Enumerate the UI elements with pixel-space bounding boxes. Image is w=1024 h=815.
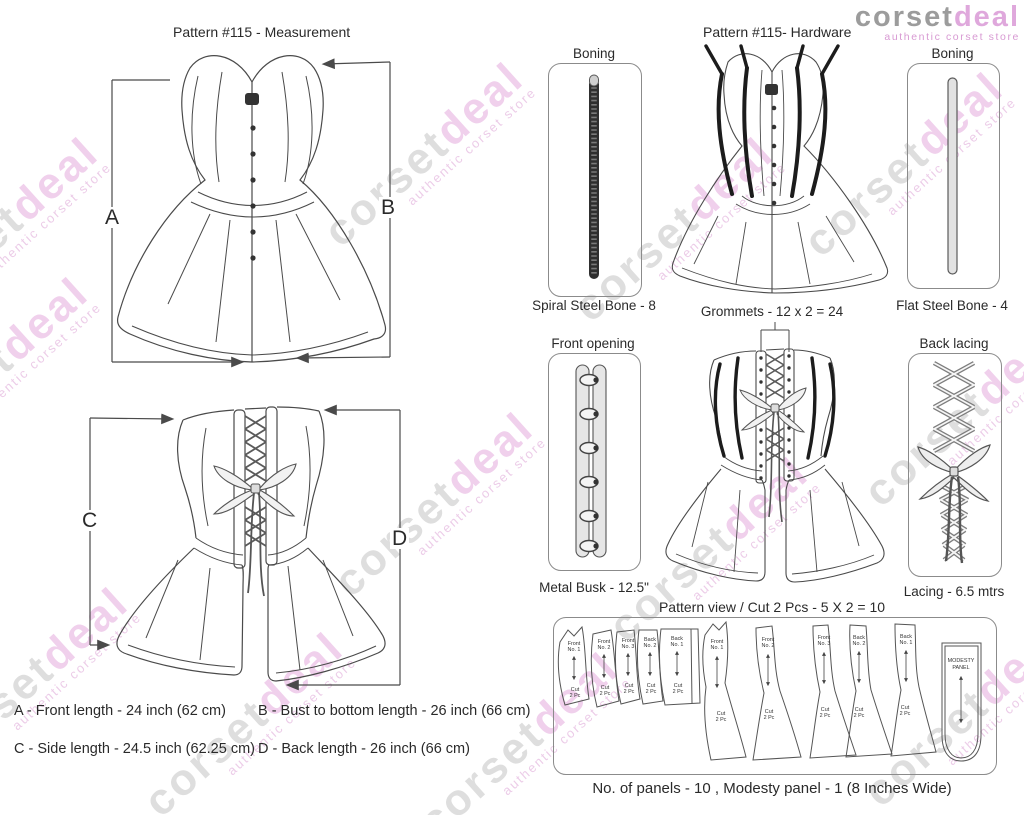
svg-text:No. 3: No. 3 xyxy=(622,644,635,650)
svg-text:2 Pc: 2 Pc xyxy=(764,715,775,721)
svg-text:Cut: Cut xyxy=(901,705,910,711)
svg-text:Cut: Cut xyxy=(855,707,864,713)
piece-label: Front xyxy=(711,639,724,645)
brand-tagline: authentic corset store xyxy=(884,31,1020,44)
svg-text:2 Pc: 2 Pc xyxy=(820,713,831,719)
svg-text:No. 1: No. 1 xyxy=(711,645,724,651)
brand-name-gray: corset xyxy=(854,1,954,33)
svg-text:Cut: Cut xyxy=(717,711,726,717)
busk-studs xyxy=(245,93,259,261)
measure-label-c: C xyxy=(80,509,100,532)
svg-text:Cut: Cut xyxy=(821,707,830,713)
lacing-bow xyxy=(739,387,807,523)
busk-caption: Metal Busk - 12.5" xyxy=(539,580,649,595)
modesty-panel-label: MODESTY xyxy=(948,658,975,664)
back-lacing-crosses xyxy=(765,353,785,462)
svg-text:No. 3: No. 3 xyxy=(818,641,831,647)
svg-text:2 Pc: 2 Pc xyxy=(624,689,635,695)
brand-logo-text: corsetdeal xyxy=(855,2,1020,32)
svg-text:No. 2: No. 2 xyxy=(644,643,657,649)
front-opening-label: Front opening xyxy=(551,336,635,351)
measure-line-b xyxy=(295,58,391,364)
svg-text:2 Pc: 2 Pc xyxy=(673,689,684,695)
piece-label: Back xyxy=(900,634,912,640)
lacing-box xyxy=(908,353,1002,577)
piece-label: Front xyxy=(622,638,635,644)
legend-back-length: D - Back length - 26 inch (66 cm) xyxy=(258,741,470,757)
spiral-bone-caption: Spiral Steel Bone - 8 xyxy=(532,298,656,313)
spiral-bones xyxy=(713,356,836,460)
measure-label-d: D xyxy=(390,527,410,550)
legend-bust-to-bottom-length: B - Bust to bottom length - 26 inch (66 … xyxy=(258,703,531,719)
svg-text:PANEL: PANEL xyxy=(952,665,969,671)
piece-label: Back xyxy=(644,637,656,643)
svg-text:2 Pc: 2 Pc xyxy=(570,693,581,699)
grommets-caption: Grommets - 12 x 2 = 24 xyxy=(700,304,844,319)
piece-label: Back xyxy=(853,635,865,641)
pattern-view-box xyxy=(553,617,997,775)
spiral-bones xyxy=(704,44,840,198)
svg-text:No. 2: No. 2 xyxy=(598,645,611,651)
svg-text:2 Pc: 2 Pc xyxy=(600,691,611,697)
piece-label: Front xyxy=(762,637,775,643)
piece-label: Front xyxy=(598,639,611,645)
busk-studs xyxy=(765,84,778,206)
svg-text:No. 1: No. 1 xyxy=(671,642,684,648)
svg-text:No. 2: No. 2 xyxy=(853,641,866,647)
flat-bone-box xyxy=(907,63,1000,289)
piece-label: Front xyxy=(568,641,581,647)
measure-line-c xyxy=(89,413,175,651)
lacing-bow xyxy=(212,463,297,597)
brand-name-pink: deal xyxy=(953,1,1020,33)
flat-bone-label: Boning xyxy=(931,46,974,61)
hardware-title: Pattern #115- Hardware xyxy=(703,24,852,40)
svg-text:2 Pc: 2 Pc xyxy=(716,717,727,723)
spiral-bone-box xyxy=(548,63,642,297)
svg-text:Cut: Cut xyxy=(571,687,580,693)
flat-steel-bone-drawing xyxy=(947,77,958,275)
corset-front-hardware-drawing xyxy=(671,44,889,294)
grommets-bracket xyxy=(760,322,790,352)
svg-text:2 Pc: 2 Pc xyxy=(646,689,657,695)
spiral-steel-bone-drawing xyxy=(589,74,599,279)
grain-arrows xyxy=(572,649,963,724)
measure-label-a: A xyxy=(103,206,122,229)
svg-text:Cut: Cut xyxy=(625,683,634,689)
metal-busk-drawing xyxy=(575,364,607,558)
svg-text:No. 2: No. 2 xyxy=(762,643,775,649)
spiral-bone-label: Boning xyxy=(572,46,616,61)
corset-back-hardware-drawing xyxy=(665,322,885,583)
pattern-view-title: Pattern view / Cut 2 Pcs - 5 X 2 = 10 xyxy=(658,599,886,615)
svg-text:Cut: Cut xyxy=(765,709,774,715)
back-lacing-label: Back lacing xyxy=(919,336,989,351)
measure-line-a xyxy=(111,79,245,368)
svg-text:No. 1: No. 1 xyxy=(900,640,913,646)
busk-box xyxy=(548,353,641,571)
piece-label: Front xyxy=(818,635,831,641)
flat-bone-caption: Flat Steel Bone - 4 xyxy=(896,298,1008,313)
pattern-view-caption: No. of panels - 10 , Modesty panel - 1 (… xyxy=(592,780,952,797)
lacing-bow xyxy=(917,444,991,564)
piece-label: Back xyxy=(671,636,683,642)
svg-text:2 Pc: 2 Pc xyxy=(854,713,865,719)
brand-logo: corsetdeal authentic corset store xyxy=(855,2,1020,44)
measurement-title: Pattern #115 - Measurement xyxy=(173,24,351,40)
corset-back-measurement-drawing xyxy=(89,404,401,691)
svg-text:Cut: Cut xyxy=(601,685,610,691)
legend-front-length: A - Front length - 24 inch (62 cm) xyxy=(14,703,226,719)
back-lacing-crosses xyxy=(244,415,267,547)
legend-side-length: C - Side length - 24.5 inch (62.25 cm) xyxy=(14,741,255,757)
lacing-caption: Lacing - 6.5 mtrs xyxy=(903,584,1005,599)
svg-text:2 Pc: 2 Pc xyxy=(900,711,911,717)
svg-text:No. 1: No. 1 xyxy=(568,647,581,653)
busk-clasps xyxy=(579,373,599,553)
measure-label-b: B xyxy=(379,196,398,219)
svg-text:Cut: Cut xyxy=(647,683,656,689)
measure-line-d xyxy=(285,404,401,691)
lacing-drawing xyxy=(917,361,991,564)
svg-text:Cut: Cut xyxy=(674,683,683,689)
